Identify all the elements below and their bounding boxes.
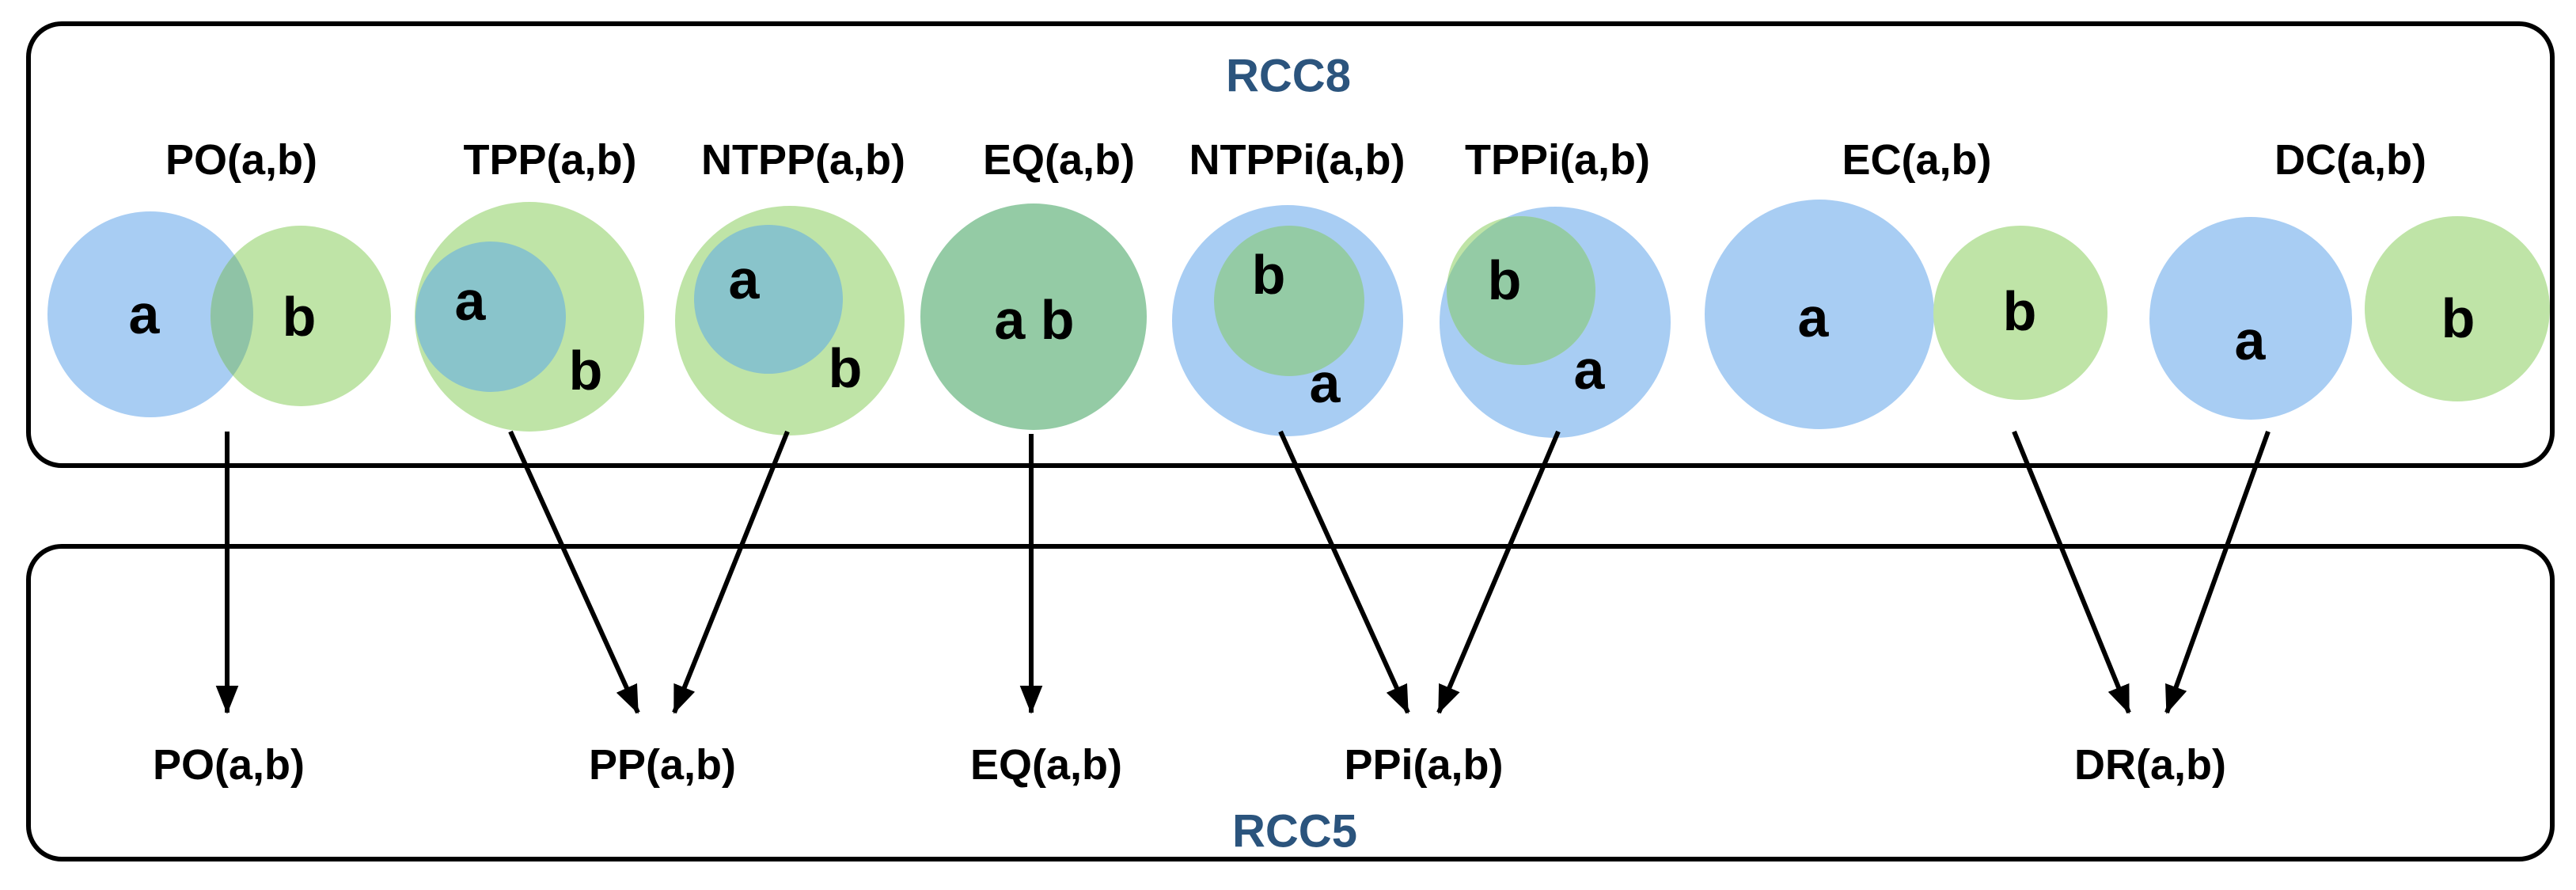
rcc8-relation-tpp: TPP(a,b) a b — [415, 136, 644, 432]
region-b-label: b — [1488, 249, 1522, 311]
region-a-label: a — [455, 270, 487, 332]
region-b-label: b — [569, 340, 603, 401]
region-b-circle — [1933, 226, 2107, 400]
arrow-tpp-to-pp — [508, 430, 640, 714]
region-a-label: a — [1310, 352, 1341, 414]
region-a-circle — [415, 242, 566, 392]
region-a-label: a — [1798, 287, 1830, 348]
relation-label: TPPi(a,b) — [1465, 136, 1650, 184]
rcc8-relation-tppi: TPPi(a,b) b a — [1440, 136, 1671, 438]
rcc8-title: RCC8 — [1226, 51, 1351, 102]
region-b-label: b — [2003, 280, 2037, 342]
rcc5-label-pp: PP(a,b) — [589, 741, 736, 789]
region-b-label: b — [283, 286, 317, 348]
mapping-arrows — [215, 430, 2271, 714]
rcc5-label-ppi: PPi(a,b) — [1344, 741, 1503, 789]
rcc8-relation-po: PO(a,b) a b — [47, 136, 391, 417]
rcc8-relation-ntppi: NTPPi(a,b) b a — [1172, 136, 1406, 436]
relation-label: NTPPi(a,b) — [1189, 136, 1405, 184]
region-a-circle — [1705, 200, 1934, 429]
rcc5-label-po: PO(a,b) — [153, 741, 305, 789]
region-ab-circle — [920, 203, 1147, 430]
relation-label: EQ(a,b) — [983, 136, 1135, 184]
region-a-circle — [47, 211, 253, 417]
rcc8-relation-eq: EQ(a,b) a b — [920, 136, 1147, 430]
region-a-label: a — [2235, 310, 2267, 371]
region-b-circle — [1214, 226, 1364, 376]
relation-label: NTPP(a,b) — [701, 136, 905, 184]
relation-label: EC(a,b) — [1842, 136, 1992, 184]
relation-label: TPP(a,b) — [463, 136, 636, 184]
rcc5-relations: PO(a,b) PP(a,b) EQ(a,b) PPi(a,b) DR(a,b) — [153, 741, 2226, 789]
region-a-circle — [2149, 217, 2352, 420]
rcc8-relation-dc: DC(a,b) a b — [2149, 136, 2550, 420]
region-b-circle — [2365, 216, 2550, 401]
rcc5-title: RCC5 — [1232, 806, 1357, 858]
relation-label: DC(a,b) — [2274, 136, 2426, 184]
arrow-dc-to-dr — [2164, 430, 2271, 714]
region-ab-label: a b — [994, 289, 1074, 351]
rcc8-relation-ec: EC(a,b) a b — [1705, 136, 2107, 429]
region-a-label: a — [129, 283, 161, 345]
rcc8-relation-ntpp: NTPP(a,b) a b — [675, 136, 905, 435]
arrow-tppi-to-ppi — [1436, 430, 1561, 714]
region-b-label: b — [2441, 287, 2475, 349]
region-b-circle — [1447, 216, 1595, 365]
relation-label: PO(a,b) — [165, 136, 317, 184]
rcc5-label-dr: DR(a,b) — [2074, 741, 2226, 789]
arrow-ntppi-to-ppi — [1278, 430, 1410, 714]
arrow-ntpp-to-pp — [672, 430, 790, 714]
region-b-circle — [211, 226, 391, 406]
rcc5-label-eq: EQ(a,b) — [970, 741, 1122, 789]
region-a-label: a — [729, 249, 761, 310]
arrow-ec-to-dr — [2012, 430, 2131, 714]
region-a-circle — [694, 225, 843, 374]
region-b-label: b — [1252, 244, 1286, 306]
region-a-label: a — [1574, 339, 1606, 401]
region-b-label: b — [829, 337, 863, 399]
rcc5-box — [26, 544, 2555, 861]
